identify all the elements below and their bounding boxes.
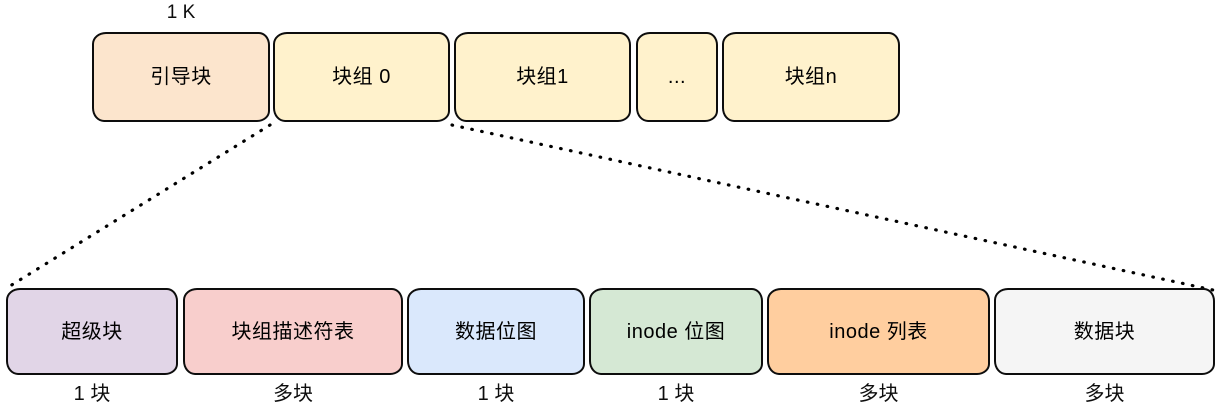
block-group-n: 块组n [722,32,900,122]
dotted-line-left [8,123,272,288]
block-group-0: 块组 0 [273,32,450,122]
caption-data-blocks-count: 多块 [1084,383,1125,405]
caption-descriptor-table-count: 多块 [273,383,313,405]
caption-superblock-count: 1 块 [73,383,111,405]
caption-inode-table-count: 多块 [858,383,899,405]
block-superblock: 超级块 [6,288,178,375]
block-size-label: 1 K [166,2,196,23]
block-data-blocks: 数据块 [994,288,1215,375]
block-inode-bitmap: inode 位图 [589,288,763,375]
block-group-ellipsis: ... [636,32,718,122]
caption-inode-bitmap-count: 1 块 [657,383,695,405]
dotted-line-right [450,123,1215,292]
block-group-1: 块组1 [454,32,631,122]
caption-data-bitmap-count: 1 块 [477,383,515,405]
block-inode-table: inode 列表 [767,288,990,375]
block-data-bitmap: 数据位图 [407,288,585,375]
block-group-descriptor-table: 块组描述符表 [183,288,403,375]
block-boot: 引导块 [92,32,270,122]
